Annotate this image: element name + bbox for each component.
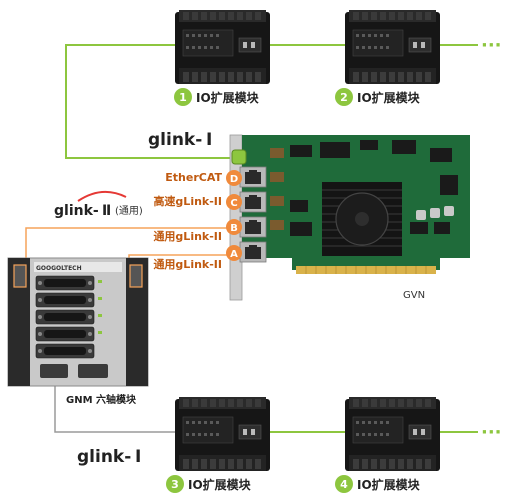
- glink-text: glink-: [148, 130, 202, 150]
- glink-arc: [77, 190, 127, 202]
- io-module-4: [344, 396, 441, 472]
- dsub-connector-1[interactable]: [35, 275, 95, 291]
- gvn-card: [229, 134, 470, 301]
- rj45-port-a[interactable]: [239, 241, 267, 263]
- io-module-3: [174, 396, 271, 472]
- badge-number: 3: [171, 478, 179, 491]
- port-a: A 通用gLink-II: [153, 245, 242, 271]
- module-label: IO扩展模块: [357, 90, 421, 105]
- dsub-connector-2[interactable]: [35, 292, 95, 308]
- gnm-module: GOOGOLTECH: [7, 257, 149, 387]
- port-b: B 通用gLink-II: [153, 219, 242, 243]
- port-letter: D: [230, 174, 238, 185]
- port-label: 通用gLink-II: [153, 258, 222, 271]
- connection-lines: [25, 44, 478, 433]
- badge-number: 2: [340, 91, 348, 104]
- glink-roman: Ⅰ: [206, 130, 212, 150]
- port-b-line: [25, 227, 245, 270]
- rj45-port-d[interactable]: [239, 166, 267, 188]
- glink-text: glink-: [54, 203, 99, 219]
- heatsink: [322, 182, 402, 256]
- port-letter: A: [230, 249, 238, 260]
- port-label: 通用gLink-II: [153, 230, 222, 243]
- io-module-label-1: 1 IO扩展模块: [174, 88, 260, 106]
- module-label: IO扩展模块: [196, 90, 260, 105]
- glink-roman: Ⅰ: [135, 447, 141, 467]
- gnm-label: GNM 六轴模块: [66, 393, 137, 406]
- module-label: IO扩展模块: [357, 477, 421, 492]
- glink1-connector[interactable]: [231, 149, 247, 165]
- glink1-top-logo: glink- Ⅰ: [148, 130, 212, 150]
- io-module-2: [344, 9, 441, 85]
- io-module-label-3: 3 IO扩展模块: [166, 475, 252, 493]
- port-letter: B: [230, 223, 238, 234]
- port-label: EtherCAT: [165, 171, 222, 184]
- rj45-port-c[interactable]: [239, 191, 267, 213]
- dsub-connector-4[interactable]: [35, 326, 95, 342]
- port-c: C 高速gLink-II: [153, 194, 242, 210]
- dsub-connector-3[interactable]: [35, 309, 95, 325]
- gnm-port-left[interactable]: [13, 264, 27, 288]
- glink-note: (通用): [115, 205, 143, 217]
- glink1-bottom-logo: glink- Ⅰ: [77, 447, 141, 467]
- glink1-bottom-line: [54, 385, 175, 433]
- glink-roman: Ⅱ: [102, 203, 111, 219]
- glink2-left-logo: glink- Ⅱ (通用): [54, 190, 143, 219]
- gnm-brand: GOOGOLTECH: [36, 265, 82, 272]
- glink1-top-line: [65, 44, 235, 159]
- badge-number: 1: [179, 91, 187, 104]
- card-label: GVN: [403, 290, 425, 301]
- port-letter: C: [230, 198, 237, 209]
- ellipsis-top: ···: [481, 35, 502, 56]
- glink-text: glink-: [77, 447, 131, 467]
- rj45-port-b[interactable]: [239, 216, 267, 238]
- port-label: 高速gLink-II: [153, 194, 222, 208]
- port-d: D EtherCAT: [165, 170, 242, 186]
- ellipsis-bottom: ···: [481, 422, 502, 443]
- dsub-connector-5[interactable]: [35, 343, 95, 359]
- gnm-port-right[interactable]: [129, 264, 143, 288]
- badge-number: 4: [340, 478, 348, 491]
- io-module-label-4: 4 IO扩展模块: [335, 475, 421, 493]
- module-label: IO扩展模块: [188, 477, 252, 492]
- io-module-1: [174, 9, 271, 85]
- io-module-label-2: 2 IO扩展模块: [335, 88, 421, 106]
